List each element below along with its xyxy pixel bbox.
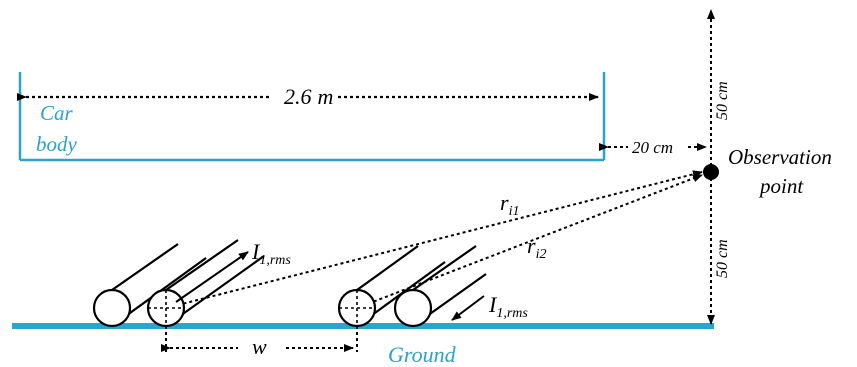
car-body-label-line1: Car [40, 101, 74, 125]
current-arrow-1 [175, 251, 249, 303]
spacing-dimension [161, 326, 358, 352]
car-body-label-line2: body [36, 132, 78, 156]
ri1-label: ri1 [500, 190, 519, 219]
car-body [18, 72, 606, 162]
observation-label-line1: Observation [728, 145, 832, 169]
observation-point [703, 164, 719, 180]
gap-label: 20 cm [632, 138, 673, 157]
distance-line-ri2 [356, 174, 703, 309]
distance-line-ri1 [165, 170, 703, 309]
current-2-label: I1,rms [488, 292, 528, 321]
ri2-label: ri2 [527, 233, 546, 262]
ground-label: Ground [388, 342, 457, 367]
height-top-label: 50 cm [714, 81, 731, 120]
cable-right-outer [393, 245, 487, 328]
height-bottom-label: 50 cm [714, 239, 731, 278]
spacing-label: w [252, 334, 267, 359]
current-arrow-2 [451, 295, 485, 321]
current-1-label: I1,rms [251, 239, 291, 268]
observation-label-line2: point [758, 174, 804, 198]
